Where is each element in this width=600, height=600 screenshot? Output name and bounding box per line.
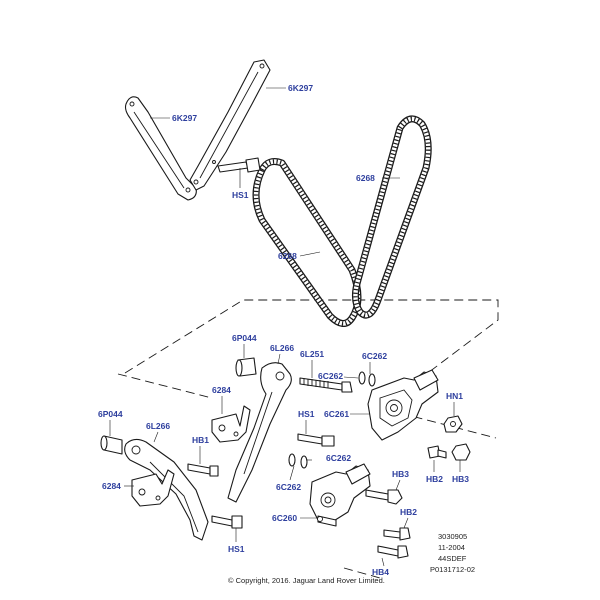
label-hs1-mid: HS1 <box>298 409 315 419</box>
bolt-hb2-right <box>427 445 447 459</box>
label-6l266-upper: 6L266 <box>270 343 294 353</box>
label-hb2: HB2 <box>426 474 443 484</box>
label-6l251: 6L251 <box>300 349 324 359</box>
label-6284-upper: 6284 <box>212 385 231 395</box>
bolt-hb3-mid <box>365 489 403 505</box>
upper-chain-guide-right <box>189 59 271 191</box>
copyright: © Copyright, 2016. Jaguar Land Rover Lim… <box>228 576 385 585</box>
label-6268-bottom: 6268 <box>278 251 297 261</box>
label-6p044-lower: 6P044 <box>98 409 123 419</box>
bolt-hb1 <box>187 463 219 477</box>
bolt-hs1-bottom <box>211 515 243 529</box>
ref-date: 11-2004 <box>438 543 465 552</box>
label-6p044-upper: 6P044 <box>232 333 257 343</box>
label-hs1-top: HS1 <box>232 190 249 200</box>
o-ring-6c262-mid <box>288 453 308 469</box>
label-hs1-bottom: HS1 <box>228 544 245 554</box>
label-6c261: 6C261 <box>324 409 349 419</box>
label-hb3-right: HB3 <box>452 474 469 484</box>
timing-chain-outer <box>252 158 362 327</box>
bolt-hb3-right <box>451 443 471 461</box>
bolt-hs1-top <box>217 157 261 173</box>
tensioner-6p044-upper <box>235 357 257 377</box>
nut-hn1 <box>443 415 463 433</box>
label-6c262-left: 6C262 <box>276 482 301 492</box>
leader-lines <box>109 87 461 567</box>
o-ring-6c262-top <box>358 371 376 387</box>
ref-number: P0131712-02 <box>430 565 475 574</box>
chain-guide-6l266-upper <box>227 362 292 503</box>
chain-guide-6l266-lower <box>124 438 209 541</box>
timing-chain-inner <box>351 115 432 319</box>
label-hn1: HN1 <box>446 391 463 401</box>
label-6268-top: 6268 <box>356 173 375 183</box>
bolt-hs1-mid <box>297 433 335 447</box>
label-hb2-lower: HB2 <box>400 507 417 517</box>
label-hb1: HB1 <box>192 435 209 445</box>
label-6k297-left: 6K297 <box>172 113 197 123</box>
bolt-hb4 <box>377 545 409 559</box>
tensioner-6c261 <box>367 369 439 441</box>
label-6k297-right: 6K297 <box>288 83 313 93</box>
label-6c262-mid: 6C262 <box>318 371 343 381</box>
label-6c260: 6C260 <box>272 513 297 523</box>
bolt-hb2-lower <box>383 527 411 541</box>
label-6c262-lower: 6C262 <box>326 453 351 463</box>
label-hb4: HB4 <box>372 567 389 577</box>
upper-chain-guide-left <box>124 96 197 201</box>
tensioner-body-lower <box>309 463 371 523</box>
tensioner-6284-upper <box>211 405 251 443</box>
ref-code-2: 44SDEF <box>438 554 467 563</box>
bolt-6l251 <box>299 377 353 393</box>
label-6c262-top: 6C262 <box>362 351 387 361</box>
tensioner-6p044-lower <box>100 435 123 455</box>
ref-code-1: 3030905 <box>438 532 467 541</box>
label-6284-lower: 6284 <box>102 481 121 491</box>
label-hb3-mid: HB3 <box>392 469 409 479</box>
label-6l266-lower: 6L266 <box>146 421 170 431</box>
bolt-6c260 <box>317 515 337 527</box>
tensioner-6284-lower <box>131 469 175 507</box>
